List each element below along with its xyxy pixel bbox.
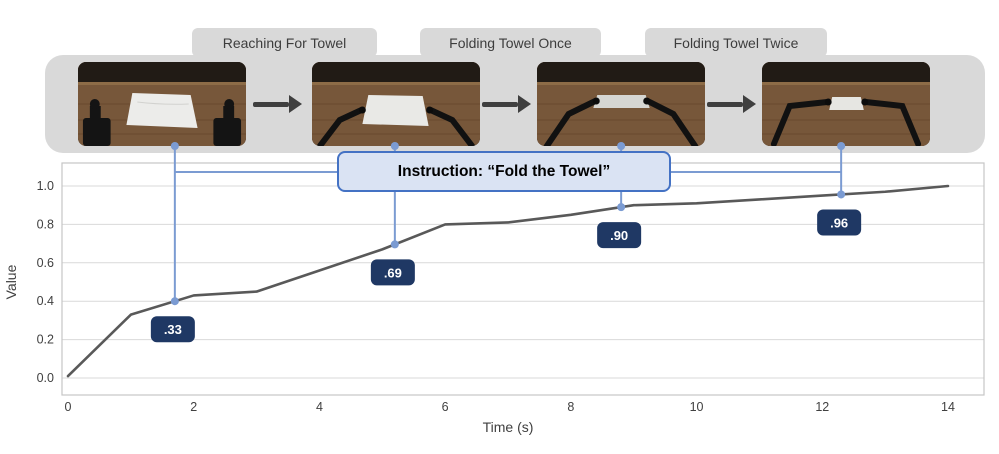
arrow-shaft: [253, 101, 289, 107]
arrow-head: [289, 95, 302, 113]
x-tick-label: 8: [567, 400, 574, 414]
right-robot-arm: [644, 98, 699, 146]
right-gripper: [643, 97, 651, 105]
table-edge: [312, 82, 480, 85]
table-edge: [78, 82, 246, 85]
arrow-shaft: [482, 101, 518, 107]
dark-backdrop: [762, 62, 930, 82]
x-axis-title: Time (s): [483, 419, 534, 435]
scene-reaching: [312, 62, 480, 146]
frame-image-2: [312, 62, 480, 146]
y-tick-label: 1.0: [37, 179, 54, 193]
left-gripper: [592, 97, 600, 105]
scene-folding-once: [537, 62, 705, 146]
connector-dot-top: [617, 142, 626, 150]
scene-folding-twice: [762, 62, 930, 146]
value-badge-label: .90: [610, 228, 628, 243]
frame-image-3: [537, 62, 705, 146]
left-robot-arm: [316, 107, 365, 146]
right-gripper: [861, 98, 869, 106]
connector-dot-point: [837, 190, 846, 199]
x-tick-label: 6: [442, 400, 449, 414]
right-robot-base: [213, 99, 242, 146]
phase-label-fold-twice: Folding Towel Twice: [645, 28, 827, 57]
left-robot-arm: [543, 98, 599, 146]
table-edge: [762, 82, 930, 85]
phase-label-reaching: Reaching For Towel: [192, 28, 377, 57]
x-tick-label: 14: [941, 400, 955, 414]
y-tick-label: 0.6: [37, 256, 54, 270]
arrow-right-icon: [707, 95, 756, 113]
instruction-box: Instruction: “Fold the Towel”: [337, 151, 671, 192]
y-tick-label: 0.0: [37, 371, 54, 385]
table-edge: [537, 82, 705, 85]
value-badge: [597, 222, 642, 249]
connector-dot-top: [390, 142, 399, 150]
scene-flat-towel: [78, 62, 246, 146]
left-gripper: [358, 106, 366, 114]
value-line: [66, 184, 950, 378]
dark-backdrop: [78, 62, 246, 82]
right-robot-arm: [862, 99, 922, 146]
connector-dot-point: [390, 240, 399, 249]
arrow-right-icon: [482, 95, 531, 113]
y-tick-label: 0.2: [37, 333, 54, 347]
y-tick-label: 0.8: [37, 217, 54, 231]
arrow-head: [743, 95, 756, 113]
arrow-right-icon: [253, 95, 302, 113]
towel-shape: [593, 95, 650, 108]
left-robot-base: [82, 99, 111, 146]
dark-backdrop: [312, 62, 480, 82]
connector-dot-point: [617, 203, 626, 212]
plot-border: [61, 162, 985, 396]
towel-shape: [362, 95, 429, 126]
value-badge-label: .33: [164, 322, 182, 337]
x-tick-label: 10: [690, 400, 704, 414]
frame-image-1: [78, 62, 246, 146]
arrow-shaft: [707, 101, 743, 107]
x-tick-label: 2: [190, 400, 197, 414]
value-badge: [370, 259, 415, 286]
x-tick-label: 0: [65, 400, 72, 414]
left-robot-arm: [770, 99, 831, 146]
value-badge-label: .96: [830, 215, 848, 230]
towel-shape: [829, 97, 864, 110]
towel-shape: [126, 93, 198, 128]
x-tick-label: 12: [815, 400, 829, 414]
left-gripper: [824, 98, 832, 106]
towel-fold-line: [137, 101, 189, 105]
value-badge-label: .69: [384, 265, 402, 280]
y-tick-label: 0.4: [37, 294, 54, 308]
dark-backdrop: [537, 62, 705, 82]
phase-label-fold-once: Folding Towel Once: [420, 28, 601, 57]
connector-dot-top: [170, 142, 179, 150]
right-gripper: [426, 106, 434, 114]
value-badge: [817, 209, 862, 236]
connector-dot-point: [170, 297, 179, 306]
arrow-head: [518, 95, 531, 113]
y-axis-title: Value: [3, 264, 19, 299]
value-badge: [150, 316, 195, 343]
right-robot-arm: [427, 107, 476, 146]
x-tick-label: 4: [316, 400, 323, 414]
frame-image-4: [762, 62, 930, 146]
connector-dot-top: [837, 142, 846, 150]
